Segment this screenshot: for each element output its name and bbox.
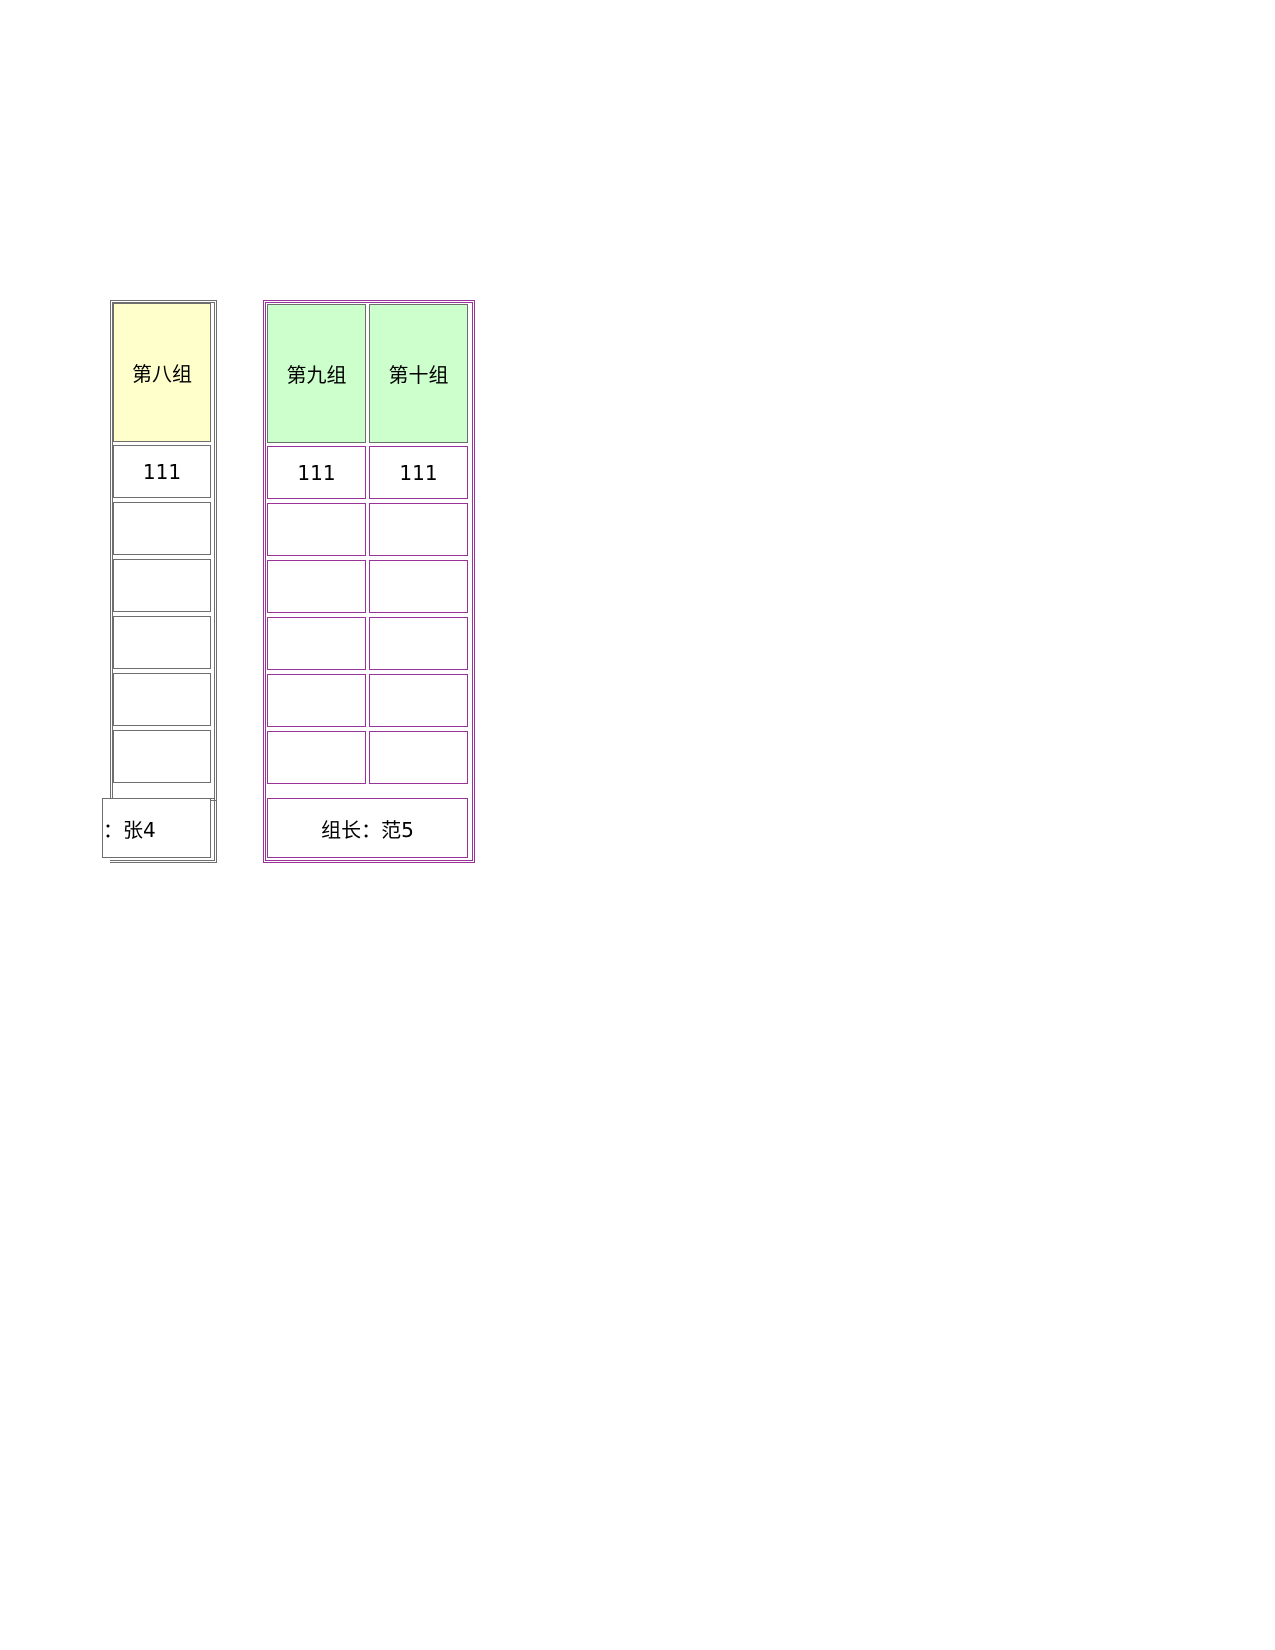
- group-8-leader-text: ：张4: [103, 817, 156, 842]
- group-10-header: 第十组: [369, 304, 468, 443]
- group-9-header: 第九组: [267, 304, 366, 443]
- group-9-row-4: [267, 617, 366, 670]
- group-8-row-3: [113, 559, 211, 612]
- group-10-row-1: 111: [369, 446, 468, 499]
- group-9-row-5: [267, 674, 366, 727]
- group-9-row-2: [267, 503, 366, 556]
- group-9-10-leader: 组长：范5: [267, 798, 468, 858]
- group-10-row-4: [369, 617, 468, 670]
- group-10-row-2: [369, 503, 468, 556]
- group-8-row-1: 111: [113, 445, 211, 498]
- group-10-row-5: [369, 674, 468, 727]
- group-8-leader: ：张4: [102, 798, 211, 858]
- group-9-row-3: [267, 560, 366, 613]
- group-8-header: 第八组: [113, 303, 211, 442]
- group-8-row-2: [113, 502, 211, 555]
- group-9-row-1: 111: [267, 446, 366, 499]
- group-9-10-table: 第九组 第十组 111 111 组长：范5: [263, 300, 475, 863]
- group-8-table: 第八组 111 ：张4: [102, 300, 217, 863]
- group-8-frame-bottom: [110, 798, 217, 863]
- group-10-row-6: [369, 731, 468, 784]
- group-8-row-5: [113, 673, 211, 726]
- group-8-row-6: [113, 730, 211, 783]
- group-10-row-3: [369, 560, 468, 613]
- group-9-row-6: [267, 731, 366, 784]
- group-8-row-4: [113, 616, 211, 669]
